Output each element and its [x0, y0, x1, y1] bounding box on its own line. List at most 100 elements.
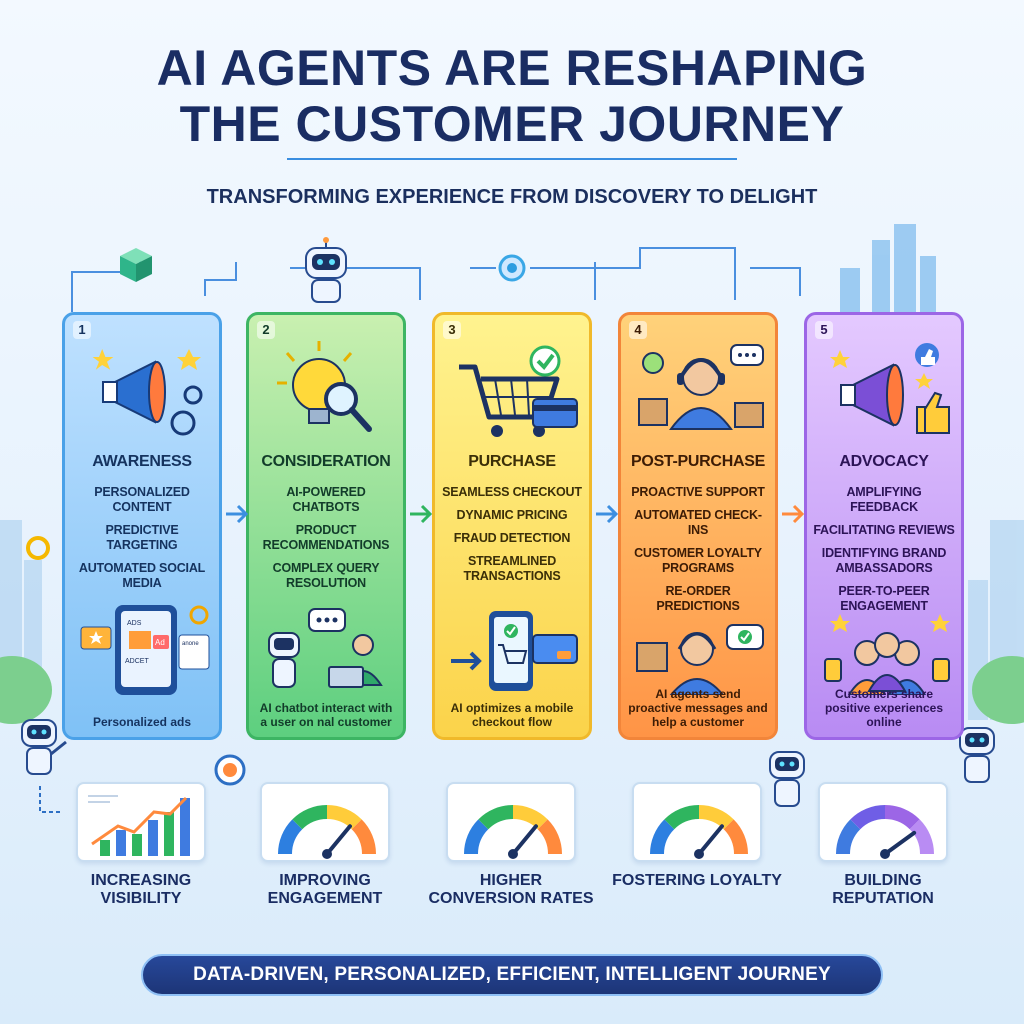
list-item: IDENTIFYING BRAND AMBASSADORS [821, 546, 947, 575]
stage-number: 4 [629, 321, 647, 339]
metric-panel-reputation [818, 782, 948, 862]
gauge-needle [697, 824, 724, 856]
stage-caption: AI agents send proactive messages and he… [628, 687, 768, 729]
ad-text-4: anone [182, 641, 199, 647]
metric-label: BUILDING REPUTATION [832, 872, 934, 907]
gauge-arc-segment [537, 819, 562, 855]
arrow-right-icon [596, 504, 619, 524]
lightbulb-icon [277, 341, 372, 432]
list-item: PRODUCT RECOMMENDATIONS [262, 523, 390, 552]
mobile-checkout-illustration [451, 611, 578, 691]
stage-items: AMPLIFYING FEEDBACK FACILITATING REVIEWS… [811, 485, 957, 622]
stage-caption: Customers share positive experiences onl… [824, 687, 944, 729]
metric-panel-loyalty [632, 782, 762, 862]
robot-icon [305, 237, 347, 303]
page-title: AI AGENTS ARE RESHAPING THE CUSTOMER JOU… [0, 40, 1024, 152]
robot-icon [959, 727, 995, 783]
arrow-right-icon [782, 504, 805, 524]
list-item: PREDICTIVE TARGETING [105, 523, 179, 552]
gauge-hub [508, 849, 518, 859]
proactive-support-illustration [636, 624, 764, 695]
gauge-arc-segment [650, 819, 675, 855]
ad-text-2: Ad [155, 638, 165, 647]
gauge-needle [511, 824, 538, 856]
gauge-icon [464, 805, 562, 859]
list-item: RE-ORDER PREDICTIONS [656, 584, 740, 613]
community-illustration [824, 614, 950, 695]
list-item: SEAMLESS CHECKOUT [442, 485, 582, 499]
gauge-icon [650, 805, 748, 859]
cube-icon [120, 248, 152, 282]
journey-banner: DATA-DRIVEN, PERSONALIZED, EFFICIENT, IN… [141, 954, 883, 996]
stage-card-purchase: 3 PURCHASE SEAMLESS CHECKOUT DYNAMIC PRI… [432, 312, 592, 740]
stage-items: AI-POWERED CHATBOTS PRODUCT RECOMMENDATI… [253, 485, 399, 599]
metric-panel-conversion [446, 782, 576, 862]
gauge-needle [325, 824, 352, 856]
gauge-hub [880, 849, 890, 859]
stage-number: 5 [815, 321, 833, 339]
gauge-arc-segment [698, 805, 734, 830]
title-line-2: THE CUSTOMER JOURNEY [179, 96, 845, 152]
gauge-icon [278, 805, 376, 859]
support-agent-icon [638, 344, 764, 430]
stage-card-awareness: 1 AWARENESS PERSONALIZED CONTENT PREDICT… [62, 312, 222, 740]
gauge-arc-segment [464, 819, 489, 855]
stage-items: SEAMLESS CHECKOUT DYNAMIC PRICING FRAUD … [439, 485, 585, 592]
gauge-hub [694, 849, 704, 859]
gauge-arc-segment [326, 805, 362, 830]
chatbot-user-illustration [268, 608, 383, 688]
gauge-arc-segment [292, 805, 328, 830]
megaphone-icon [92, 349, 203, 436]
list-item: COMPLEX QUERY RESOLUTION [272, 561, 380, 590]
stage-title: ADVOCACY [839, 453, 929, 470]
gauge-arc-segment [478, 805, 514, 830]
list-item: AUTOMATED CHECK-INS [634, 508, 762, 537]
stage-title: AWARENESS [92, 453, 192, 470]
stage-caption: Personalized ads [92, 715, 192, 729]
target-icon [214, 754, 246, 786]
robot-icon [21, 719, 67, 775]
stage-number: 2 [257, 321, 275, 339]
metric-label: IMPROVING ENGAGEMENT [267, 872, 383, 907]
gauge-hub [322, 849, 332, 859]
list-item: PEER-TO-PEER ENGAGEMENT [838, 584, 930, 613]
list-item: DYNAMIC PRICING [456, 508, 568, 522]
stage-caption: AI optimizes a mobile checkout flow [450, 701, 574, 729]
gauge-arc-segment [278, 819, 303, 855]
stage-caption: AI chatbot interact with a user on nal c… [259, 701, 393, 729]
list-item: AI-POWERED CHATBOTS [286, 485, 366, 514]
stage-card-consideration: 2 CONSIDERATION AI-POWERED CHATBOTS PROD… [246, 312, 406, 740]
stage-number: 1 [73, 321, 91, 339]
stage-title: PURCHASE [468, 453, 556, 470]
gauge-arc-segment [836, 819, 861, 855]
list-item: PROACTIVE SUPPORT [631, 485, 765, 499]
title-divider [287, 158, 737, 160]
metric-panel-engagement [260, 782, 390, 862]
stage-card-advocacy: 5 ADVOCACY AMPLIFYING FEEDBACK FACILITAT… [804, 312, 964, 740]
list-item: AUTOMATED SOCIAL MEDIA [78, 561, 206, 590]
stage-title: CONSIDERATION [261, 453, 391, 470]
metric-panel-visibility [76, 782, 206, 862]
stage-items: PERSONALIZED CONTENT PREDICTIVE TARGETIN… [69, 485, 215, 599]
stage-number: 3 [443, 321, 461, 339]
bar-chart-icon [88, 795, 190, 856]
gauge-arc-segment [723, 819, 748, 855]
stage-card-post-purchase: 4 POST-PURCHASE PROACTIVE SUPPORT AUTOMA… [618, 312, 778, 740]
metric-label: HIGHER CONVERSION RATES [428, 872, 594, 907]
megaphone-thumbs-up-icon [830, 343, 950, 434]
gauge-arc-segment [512, 805, 548, 830]
list-item: PERSONALIZED CONTENT [94, 485, 190, 514]
stage-items: PROACTIVE SUPPORT AUTOMATED CHECK-INS CU… [625, 485, 771, 622]
list-item: AMPLIFYING FEEDBACK [846, 485, 922, 514]
gauge-arc-segment [664, 805, 700, 830]
stage-title: POST-PURCHASE [631, 453, 765, 470]
list-item: STREAMLINED TRANSACTIONS [463, 554, 561, 583]
list-item: FRAUD DETECTION [453, 531, 571, 545]
list-item: FACILITATING REVIEWS [813, 523, 955, 537]
list-item: CUSTOMER LOYALTY PROGRAMS [634, 546, 762, 575]
shopping-cart-icon [459, 345, 578, 437]
ad-text-3: ADCET [125, 658, 149, 665]
gauge-needle [883, 830, 917, 856]
gauge-arc-segment [909, 819, 934, 855]
